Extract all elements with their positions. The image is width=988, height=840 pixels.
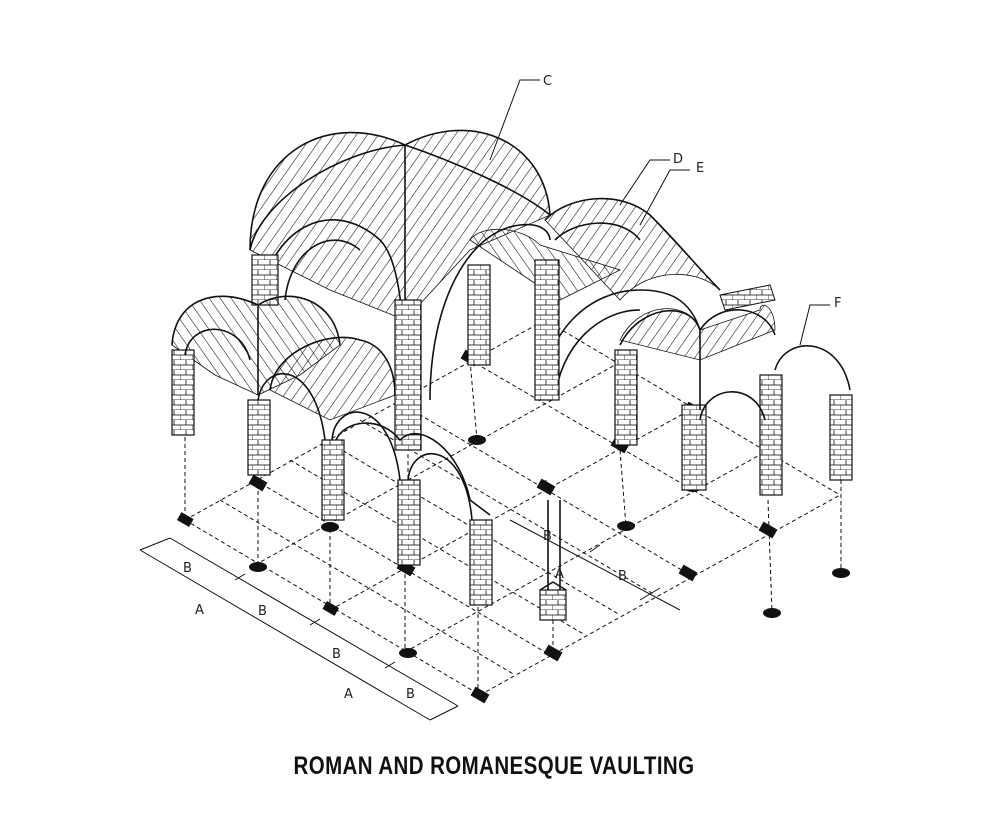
pier-large-center [394, 299, 422, 451]
label-b-3: B [332, 647, 341, 662]
label-b-2: B [258, 604, 267, 619]
label-f: F [834, 296, 841, 311]
pier-left-4 [397, 479, 421, 566]
label-c: C [543, 74, 552, 89]
right-groin-vault [619, 284, 851, 421]
label-b-4: B [406, 687, 415, 702]
pier-mid-1 [467, 264, 491, 366]
pier-mid-3 [614, 349, 638, 446]
label-e: E [696, 161, 704, 176]
pier-left-5 [469, 519, 493, 606]
pier-mid-2 [534, 259, 560, 401]
projection-lines [184, 359, 842, 695]
pier-right-1 [759, 374, 783, 496]
label-b-6: B [618, 569, 627, 584]
leader-lines [489, 79, 830, 346]
label-d: D [673, 152, 683, 167]
pier-footprints [176, 349, 850, 704]
isolated-pier [539, 500, 567, 621]
label-b-1: B [183, 561, 192, 576]
pier-left-3 [321, 439, 345, 521]
pier-right-2 [829, 394, 853, 481]
front-arches [184, 328, 491, 521]
left-small-vault [171, 295, 396, 421]
dimension-lines [139, 519, 681, 721]
label-a-2: A [344, 687, 353, 702]
diagram-caption: ROMAN AND ROMANESQUE VAULTING [293, 752, 695, 780]
pier-left-1 [171, 349, 195, 436]
pier-mid-4 [681, 404, 707, 491]
pier-left-2 [247, 399, 271, 476]
label-b-5: B [543, 529, 552, 544]
label-a-1: A [195, 603, 204, 618]
label-a-3: A [555, 567, 564, 582]
